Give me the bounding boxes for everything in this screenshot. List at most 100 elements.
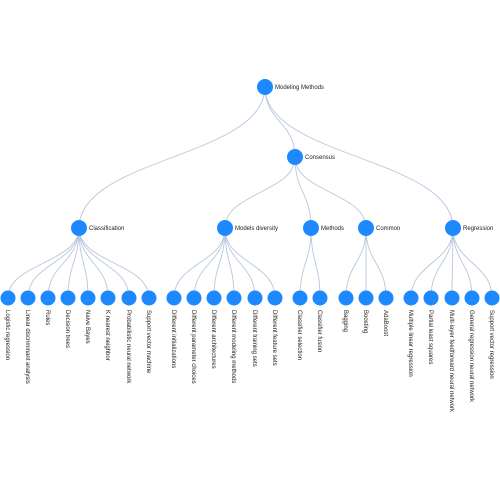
node-logistic-regression[interactable]: Logistic regression	[0, 290, 16, 361]
node-rules[interactable]: Rules	[40, 290, 56, 326]
node-general-regression-neural-network[interactable]: General regression neural network	[464, 290, 480, 404]
node-label: Common	[376, 226, 400, 232]
node-support-vector-machine[interactable]: Support vector machine	[141, 290, 157, 375]
link-common-to-bagging	[345, 227, 367, 299]
link-classification-to-support-vector-machine	[78, 227, 150, 299]
node-regression[interactable]: Regression	[445, 220, 493, 236]
node-circle[interactable]	[20, 290, 36, 306]
node-circle[interactable]	[358, 220, 374, 236]
node-classification[interactable]: Classification	[71, 220, 124, 236]
node-circle[interactable]	[445, 220, 461, 236]
node-k-nearest-neighbor[interactable]: K nearest neighbor	[100, 290, 116, 361]
node-different-architectures[interactable]: Different architectures	[206, 290, 222, 369]
node-circle[interactable]	[303, 220, 319, 236]
node-label: Different architectures	[210, 310, 216, 369]
node-label: Naive Bayes	[84, 310, 90, 344]
node-modeling-methods[interactable]: Modeling Methods	[257, 79, 324, 95]
node-label: Logistic regression	[4, 310, 10, 360]
node-circle[interactable]	[206, 290, 222, 306]
node-label: Different modeling methods	[230, 310, 236, 383]
node-probabilistic-neural-network[interactable]: Probabilistic neural network	[121, 290, 137, 385]
node-circle[interactable]	[40, 290, 56, 306]
node-label: Multi-layer feedforward neural network	[448, 310, 454, 413]
node-label: Different initializations	[170, 310, 176, 368]
node-consensus[interactable]: Consensus	[287, 149, 335, 165]
node-label: Multiple linear regression	[407, 310, 413, 377]
node-circle[interactable]	[121, 290, 137, 306]
node-circle[interactable]	[0, 290, 16, 306]
node-circle[interactable]	[60, 290, 76, 306]
link-models-diversity-to-different-feature-sets	[224, 227, 276, 299]
link-regression-to-multi-layer-feedforward-neural-network	[451, 227, 454, 299]
node-partial-least-squares[interactable]: Partial least squares	[423, 290, 439, 365]
link-classification-to-probabilistic-neural-network	[78, 227, 130, 299]
link-models-diversity-to-different-training-sets	[224, 227, 256, 299]
node-label: Classifier selection	[296, 310, 302, 360]
node-circle[interactable]	[312, 290, 328, 306]
node-models-diversity[interactable]: Models diversity	[217, 220, 278, 236]
node-circle[interactable]	[71, 220, 87, 236]
link-modeling-methods-to-regression	[264, 86, 454, 229]
node-circle[interactable]	[257, 79, 273, 95]
node-boosting[interactable]: Boosting	[358, 290, 374, 334]
node-label: Classification	[89, 226, 124, 232]
node-circle[interactable]	[358, 290, 374, 306]
node-methods[interactable]: Methods	[303, 220, 344, 236]
node-adaboost[interactable]: AdaBoost	[378, 290, 394, 337]
node-decision-trees[interactable]: Decision trees	[60, 290, 76, 349]
link-regression-to-multiple-linear-regression	[410, 227, 454, 299]
node-circle[interactable]	[80, 290, 96, 306]
node-circle[interactable]	[141, 290, 157, 306]
node-label: Boosting	[362, 310, 368, 333]
node-circle[interactable]	[423, 290, 439, 306]
node-different-feature-sets[interactable]: Different feature sets	[267, 290, 283, 366]
node-circle[interactable]	[226, 290, 242, 306]
node-circle[interactable]	[444, 290, 460, 306]
node-label: Support vector regression	[488, 310, 494, 379]
node-label: Classifier fusion	[316, 310, 322, 352]
node-circle[interactable]	[403, 290, 419, 306]
node-circle[interactable]	[186, 290, 202, 306]
node-different-initializations[interactable]: Different initializations	[166, 290, 182, 369]
node-multi-layer-feedforward-neural-network[interactable]: Multi-layer feedforward neural network	[444, 290, 460, 414]
node-circle[interactable]	[287, 149, 303, 165]
node-label: Models diversity	[235, 226, 278, 232]
node-label: Decision trees	[64, 310, 70, 348]
node-different-training-sets[interactable]: Different training sets	[247, 290, 263, 367]
link-models-diversity-to-different-parameter-choices	[193, 227, 226, 299]
link-classification-to-logistic-regression	[7, 227, 80, 299]
node-linear-discriminant-analysis[interactable]: Linear discriminant analysis	[20, 290, 36, 384]
node-label: General regression neural network	[468, 310, 474, 403]
node-bagging[interactable]: Bagging	[338, 290, 354, 333]
link-classification-to-decision-trees	[67, 227, 80, 299]
node-common[interactable]: Common	[358, 220, 400, 236]
node-circle[interactable]	[292, 290, 308, 306]
node-label: Support vector machine	[145, 310, 151, 374]
node-circle[interactable]	[338, 290, 354, 306]
node-circle[interactable]	[464, 290, 480, 306]
node-circle[interactable]	[217, 220, 233, 236]
link-modeling-methods-to-classification	[78, 86, 266, 229]
node-circle[interactable]	[267, 290, 283, 306]
node-circle[interactable]	[166, 290, 182, 306]
node-circle[interactable]	[247, 290, 263, 306]
node-label: Different training sets	[251, 310, 257, 367]
link-regression-to-support-vector-regression	[452, 227, 493, 299]
node-classifier-fusion[interactable]: Classifier fusion	[312, 290, 328, 353]
node-different-modeling-methods[interactable]: Different modeling methods	[226, 290, 242, 384]
node-label: Consensus	[305, 155, 335, 161]
link-consensus-to-models-diversity	[224, 156, 296, 229]
node-support-vector-regression[interactable]: Support vector regression	[484, 290, 500, 379]
node-label: Methods	[321, 226, 344, 232]
link-classification-to-linear-discriminant-analysis	[27, 227, 80, 299]
tree-links	[7, 86, 493, 299]
node-multiple-linear-regression[interactable]: Multiple linear regression	[403, 290, 419, 377]
node-circle[interactable]	[378, 290, 394, 306]
link-regression-to-general-regression-neural-network	[452, 227, 473, 299]
node-circle[interactable]	[100, 290, 116, 306]
node-circle[interactable]	[484, 290, 500, 306]
node-naive-bayes[interactable]: Naive Bayes	[80, 290, 96, 344]
node-different-parameter-choices[interactable]: Different parameter choices	[186, 290, 202, 384]
node-classifier-selection[interactable]: Classifier selection	[292, 290, 308, 361]
